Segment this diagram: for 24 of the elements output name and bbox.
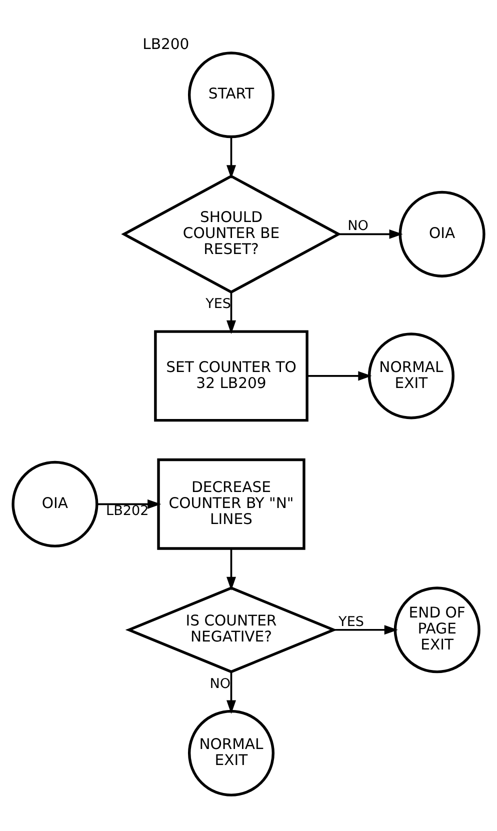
arrow [226,292,236,334]
arrow [226,136,236,178]
node-circle: NORMAL EXIT [368,332,454,419]
arrow [307,370,372,380]
node-circle: NORMAL EXIT [188,709,274,796]
node-circle: END OF PAGE EXIT [394,586,480,673]
node-box: SET COUNTER TO 32 LB209 [154,330,308,422]
node-diamond: IS COUNTER NEGATIVE? [125,586,338,673]
edge-label: YES [338,613,364,630]
arrow [226,548,236,590]
arrow [338,228,403,238]
arrow [96,498,162,508]
node-box: DECREASE COUNTER BY "N" LINES [157,458,306,550]
arrow [226,672,236,714]
node-circle: OIA [12,460,98,547]
node-circle: OIA [398,190,486,277]
node-diamond: SHOULD COUNTER BE RESET? [121,174,342,294]
edge-label: YES [206,295,232,312]
node-circle: START [188,51,274,138]
node-label: LB200 [142,35,190,52]
edge-label: NO [210,675,231,692]
edge-label: NO [348,218,368,234]
arrow [334,624,398,634]
edge-label: LB202 [106,502,149,518]
